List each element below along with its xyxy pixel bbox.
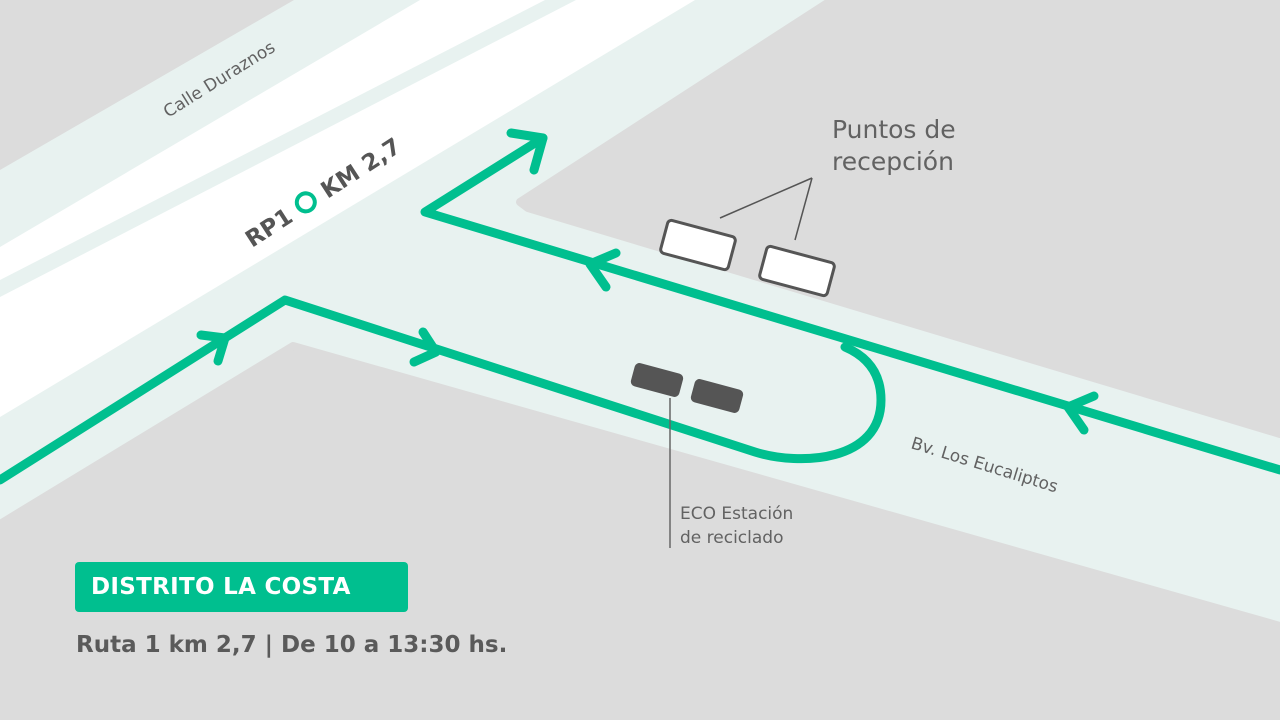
leader-line <box>794 177 813 241</box>
district-badge: DISTRITO LA COSTA <box>75 562 408 612</box>
block-bottom <box>0 342 1280 720</box>
km-marker-icon <box>294 191 317 214</box>
arrow-right-icon <box>409 327 441 367</box>
leader-line <box>719 177 813 219</box>
route-inbound <box>0 295 886 485</box>
block-top-right <box>516 0 1280 438</box>
arrow-left-icon <box>1063 391 1099 435</box>
collection-route <box>0 128 1280 485</box>
schedule-details: Ruta 1 km 2,7 | De 10 a 13:30 hs. <box>76 632 508 658</box>
eco-label-line1: ECO Estación <box>680 504 793 524</box>
eco-label-line2: de reciclado <box>680 528 783 548</box>
reception-point <box>659 218 737 272</box>
eco-station-container <box>690 379 744 413</box>
eco-station-container <box>630 363 684 397</box>
reception-point <box>758 244 836 298</box>
arrow-exit-icon <box>506 128 548 175</box>
route-outbound <box>420 133 1280 475</box>
reception-label-line2: recepción <box>832 147 954 176</box>
block-top-left <box>0 0 294 170</box>
arrow-left-icon <box>585 248 621 292</box>
district-name: DISTRITO LA COSTA <box>91 574 351 600</box>
arrow-right-icon <box>196 330 230 366</box>
highway-lane-north <box>0 0 545 280</box>
reception-label-line1: Puntos de <box>832 115 956 144</box>
highway-lane-south <box>0 0 695 417</box>
